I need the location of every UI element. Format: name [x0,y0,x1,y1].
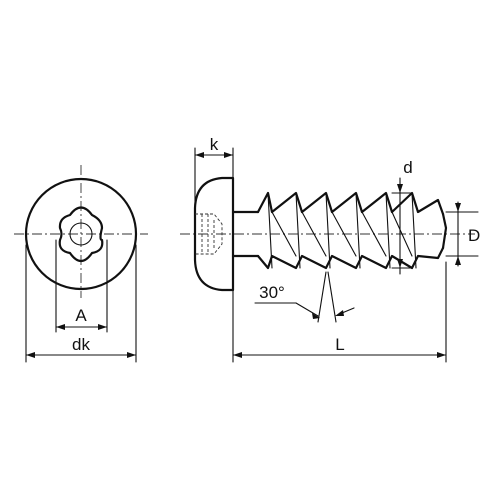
angle-arrow-right [335,310,344,316]
head-height-label: k [210,135,219,154]
angle-arrow-left [312,313,320,319]
outer-diameter-label: D [468,226,480,245]
angle-leg-right [327,271,337,323]
head-dia-arrow-right [127,352,136,358]
head-outer-circle [24,177,138,291]
screw-head-profile [193,176,235,292]
thread-top-profile [256,191,445,216]
recess-hidden-lines [195,213,223,255]
side-view: k L d D 30° [180,135,480,363]
length-arrow-left [233,352,242,358]
outer-dia-arrow-bottom [455,256,461,265]
head-dia-arrow-left [26,352,35,358]
thread-dia-arrow-bottom [397,259,403,268]
angle-leg-left [317,271,327,323]
length-arrow-right [437,352,446,358]
thread-diameter-label: d [403,158,412,177]
head-height-arrow-right [224,152,233,158]
head-height-arrow-left [195,152,204,158]
recess-inner-circle [69,222,93,246]
hexalobular-recess [58,206,104,263]
outer-dia-arrow-top [455,203,461,212]
angle-leader-right [341,307,355,314]
end-view: A dk [14,165,148,363]
angle-label: 30° [259,283,285,302]
length-label: L [335,335,344,354]
screw-tip [441,212,448,250]
drive-size-label: A [75,306,87,325]
head-diameter-label: dk [72,335,90,354]
angle-leader-diagonal [295,302,319,317]
drive-arrow-right [98,324,107,330]
thread-crest-lines [267,192,417,269]
thread-dia-arrow-top [397,184,403,193]
drive-arrow-left [56,324,65,330]
